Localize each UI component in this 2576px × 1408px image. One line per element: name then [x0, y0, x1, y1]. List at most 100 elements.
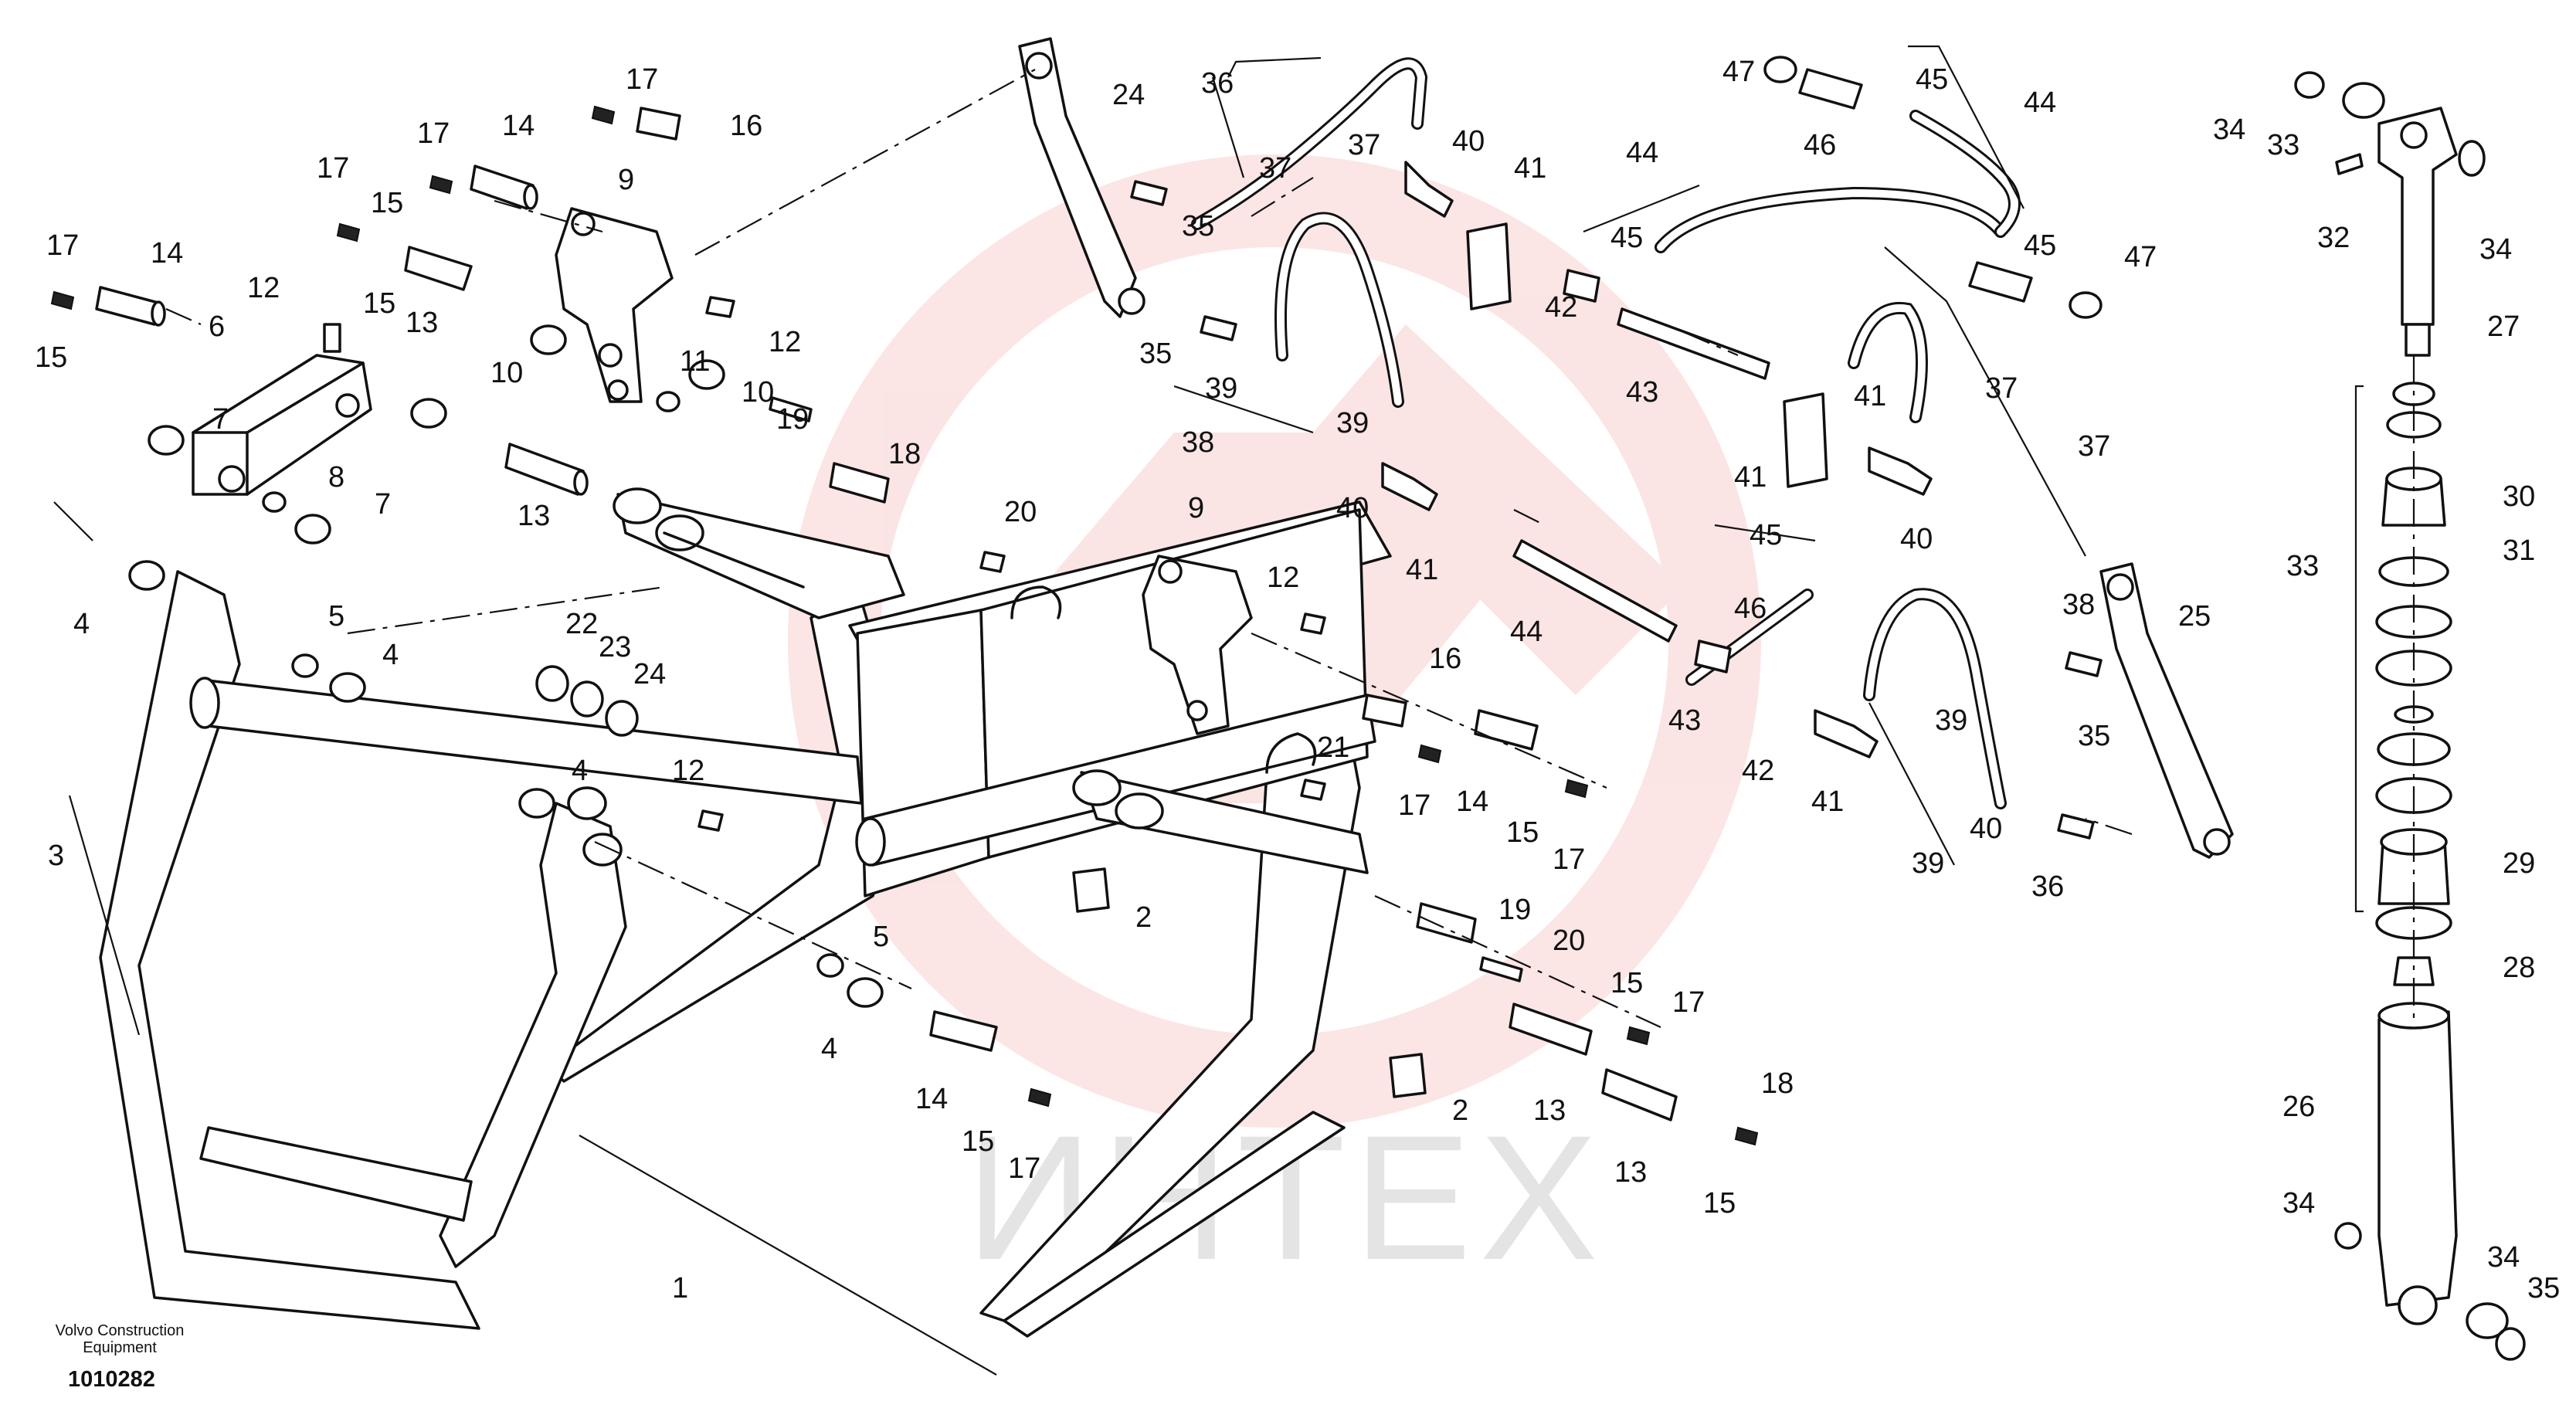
bolt-17a — [50, 290, 75, 310]
assembly-lines — [165, 69, 2415, 1028]
callout-17b: 17 — [626, 63, 658, 96]
bushing-10b — [688, 359, 725, 390]
callout-17h: 17 — [1672, 986, 1705, 1019]
callout-45b: 45 — [1916, 63, 1948, 96]
callout-43b: 44 — [1510, 616, 1543, 648]
callout-5b: 5 — [873, 921, 889, 953]
callout-15f: 15 — [962, 1125, 994, 1158]
callout-34c: 34 — [2282, 1187, 2315, 1220]
elbow-40d — [1814, 709, 1879, 758]
callout-16a: 16 — [730, 110, 762, 142]
callout-7a: 7 — [212, 403, 229, 436]
callout-13a: 13 — [406, 307, 438, 339]
adapter-35c — [2065, 651, 2103, 677]
callout-27: 28 — [2503, 952, 2535, 984]
callout-34d: 35 — [2527, 1272, 2560, 1305]
callout-3: 3 — [48, 840, 64, 872]
grease-nipple-12a — [323, 323, 341, 353]
callout-35c: 35 — [2078, 720, 2110, 752]
callout-12b: 12 — [769, 326, 801, 358]
bolt-17b — [429, 175, 453, 195]
callout-15e: 15 — [1610, 967, 1643, 999]
callout-11: 11 — [680, 345, 710, 378]
tube-43a — [1617, 307, 1770, 380]
callout-46b: 47 — [2124, 241, 2157, 273]
hydraulic-fittings — [1130, 56, 2103, 840]
callout-24b: 25 — [2178, 600, 2211, 633]
callout-35a: 35 — [1182, 210, 1214, 243]
callout-41c: 41 — [1854, 380, 1886, 412]
callout-17a: 17 — [46, 229, 79, 262]
callout-10a: 10 — [490, 357, 523, 389]
bushing-7a — [148, 425, 185, 456]
callout-2b: 2 — [1452, 1094, 1468, 1127]
callout-45d: 46 — [1734, 592, 1767, 625]
callout-22: 23 — [599, 631, 631, 663]
callout-47a: 47 — [1722, 56, 1755, 88]
drawing-number: 1010282 — [68, 1367, 155, 1392]
plate-41b — [1783, 392, 1828, 488]
bolt-17e — [1417, 744, 1442, 764]
callout-33b: 34 — [2487, 1241, 2520, 1274]
bracket-16a — [636, 107, 681, 141]
callout-38b: 39 — [1912, 847, 1944, 880]
bracket-16b — [1362, 694, 1407, 728]
callout-14c: 14 — [1456, 785, 1488, 818]
callout-15c: 15 — [363, 287, 395, 320]
callout-18a: 18 — [888, 438, 921, 470]
elbow-40c — [1868, 446, 1933, 496]
callout-41d: 41 — [1734, 461, 1767, 494]
callout-14a: 14 — [151, 237, 183, 270]
callout-32: 33 — [2286, 550, 2319, 582]
callout-13c: 13 — [1533, 1094, 1566, 1127]
callout-34a: 34 — [2213, 114, 2245, 146]
callout-1: 1 — [672, 1272, 688, 1305]
callout-39a: 39 — [1205, 372, 1237, 405]
callout-12a: 12 — [247, 272, 280, 304]
callout-7b: 7 — [375, 488, 391, 521]
callout-14d: 14 — [915, 1083, 948, 1115]
callout-13d: 13 — [1614, 1156, 1647, 1189]
callout-44c: 45 — [1750, 519, 1782, 551]
tee-42b — [1694, 640, 1732, 673]
callout-14b: 14 — [502, 110, 535, 142]
callout-4a: 4 — [73, 608, 90, 640]
adapter-35d — [2057, 813, 2095, 840]
callout-17f: 17 — [1553, 843, 1585, 876]
callout-24a: 24 — [1112, 79, 1145, 111]
callout-15b: 15 — [371, 187, 403, 219]
callout-42a: 42 — [1545, 291, 1577, 324]
callout-17c: 17 — [417, 117, 450, 150]
callout-37d: 38 — [2062, 589, 2095, 621]
coupling-46b — [1968, 261, 2033, 303]
bushing-7b — [410, 398, 447, 429]
callout-4d: 4 — [821, 1033, 837, 1065]
bushing-7c — [294, 514, 331, 545]
bolt-17g — [1027, 1087, 1052, 1108]
callout-45c: 45 — [2024, 229, 2056, 262]
tube-43b — [1512, 539, 1678, 643]
washer-22 — [570, 680, 604, 718]
callout-41a: 41 — [1514, 152, 1546, 185]
company-caption: Volvo Construction Equipment — [55, 1322, 185, 1356]
callout-20a: 20 — [1004, 496, 1037, 528]
bolt-17c — [336, 222, 361, 243]
callout-25: 26 — [2282, 1091, 2315, 1123]
pin-13d — [1601, 1068, 1678, 1121]
callout-42b: 43 — [1668, 704, 1701, 737]
washer-23 — [605, 700, 639, 737]
wear-pad-2a — [1072, 867, 1110, 913]
callout-17d: 17 — [317, 152, 349, 185]
callout-45a: 45 — [1610, 222, 1643, 254]
callout-44a: 44 — [1626, 137, 1658, 169]
callout-33a: 33 — [2267, 129, 2299, 161]
callout-23: 24 — [633, 658, 666, 690]
cylinder-24-left — [1018, 37, 1145, 318]
plate-41a — [1466, 222, 1512, 310]
callout-26: 27 — [2487, 310, 2520, 343]
callout-36b: 37 — [2078, 430, 2110, 463]
small-parts — [50, 105, 1759, 1146]
callout-30: 31 — [2503, 534, 2535, 567]
grease-nipple-12b — [705, 296, 735, 318]
fitting-20a — [979, 551, 1006, 573]
